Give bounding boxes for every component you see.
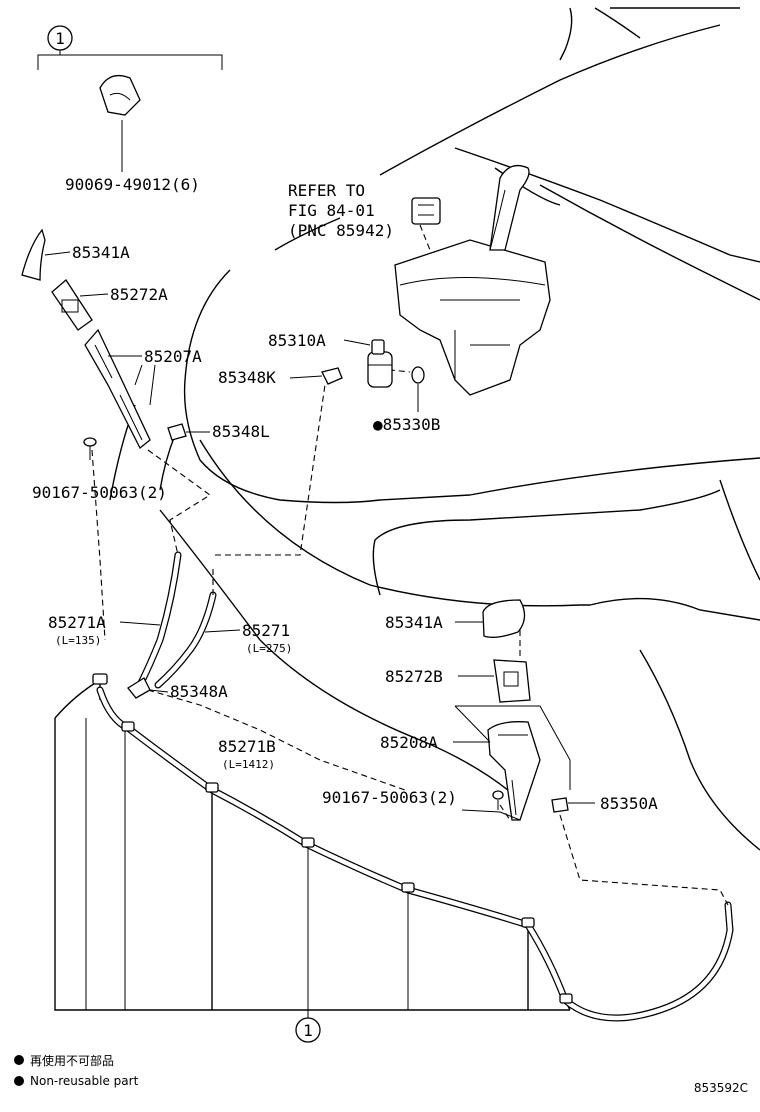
hose-85271B <box>92 673 734 1022</box>
callout-top: 1 <box>47 25 73 51</box>
bracket-85272B <box>493 659 531 703</box>
legend-bullet-jp <box>14 1055 24 1065</box>
label-85272A: 85272A <box>110 285 168 304</box>
legend-text-en: Non-reusable part <box>30 1074 139 1088</box>
legend-bullet-en <box>14 1076 24 1086</box>
label-85348A: 85348A <box>170 682 228 701</box>
clip-90069 <box>99 74 141 116</box>
label-85341A-right: 85341A <box>385 613 443 632</box>
hose-joint-85348K <box>321 367 343 385</box>
vehicle-body-outline <box>109 7 760 851</box>
label-85272B: 85272B <box>385 667 443 686</box>
label-85350A: 85350A <box>600 794 658 813</box>
cover-85341A-top <box>21 228 46 281</box>
label-85310A: 85310A <box>268 331 326 350</box>
label-85271A-length: (L=135) <box>55 634 101 647</box>
screw-90167-top <box>83 437 97 460</box>
label-85271B-length: (L=1412) <box>222 758 275 771</box>
label-85271A: 85271A <box>48 613 106 632</box>
label-85208A: 85208A <box>380 733 438 752</box>
label-refer-1: REFER TO <box>288 181 365 200</box>
label-85207A: 85207A <box>144 347 202 366</box>
screw-90167-bottom <box>492 790 504 810</box>
hose-joint-85348A <box>127 677 151 699</box>
label-85271: 85271 <box>242 621 290 640</box>
label-90069-49012: 90069-49012(6) <box>65 175 200 194</box>
pump-85310A <box>367 339 393 388</box>
washer-tank <box>394 164 551 396</box>
cover-85341A-right <box>482 599 526 638</box>
label-85348K: 85348K <box>218 368 276 387</box>
label-90167-top: 90167-50063(2) <box>32 483 167 502</box>
label-refer-3: (PNC 85942) <box>288 221 394 240</box>
label-85341A-top: 85341A <box>72 243 130 262</box>
label-90167-bottom: 90167-50063(2) <box>322 788 457 807</box>
hoses-short <box>136 551 217 689</box>
legend: 再使用不可部品 Non-reusable part <box>14 1053 139 1088</box>
callout-top-label: 1 <box>55 29 65 48</box>
figure-code: 853592C <box>694 1081 748 1095</box>
hose-joint-85350A <box>551 797 569 813</box>
callout-bottom-label: 1 <box>303 1021 313 1040</box>
label-85271-length: (L=275) <box>246 642 292 655</box>
callout-bottom: 1 <box>295 1017 321 1043</box>
nozzle-85208A <box>487 721 541 821</box>
hose-joint-85348L <box>167 423 187 441</box>
label-85271B: 85271B <box>218 737 276 756</box>
label-refer-2: FIG 84-01 <box>288 201 375 220</box>
leader-lines <box>37 40 595 1018</box>
nozzle-85207A <box>84 328 151 450</box>
bumper-panel <box>54 679 571 1011</box>
legend-text-jp: 再使用不可部品 <box>30 1053 114 1068</box>
label-85330B: ●85330B <box>373 415 440 434</box>
bracket-85272A <box>51 279 93 331</box>
label-85348L: 85348L <box>212 422 270 441</box>
grommet-85330B <box>411 366 425 412</box>
